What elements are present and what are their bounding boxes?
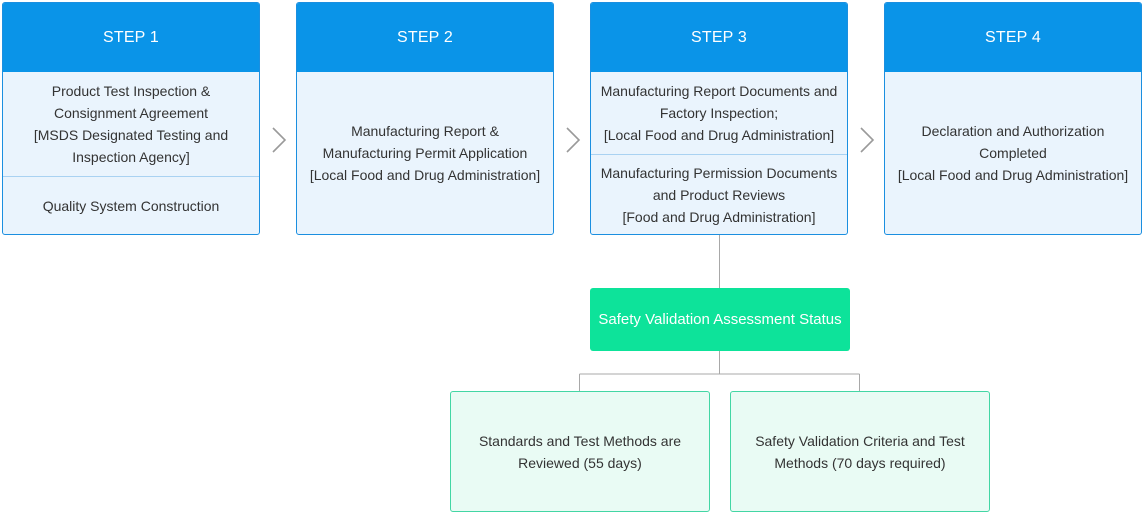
outcome-standards-reviewed: Standards and Test Methods are Reviewed …: [450, 391, 710, 512]
step-1-body: Product Test Inspection & Consignment Ag…: [3, 72, 259, 234]
step-1-box: STEP 1 Product Test Inspection & Consign…: [2, 2, 260, 235]
step-1-cell-inspection: Product Test Inspection & Consignment Ag…: [33, 83, 229, 165]
step-3-title: STEP 3: [591, 3, 847, 72]
step-1-title: STEP 1: [3, 3, 259, 72]
step-4-title: STEP 4: [885, 3, 1141, 72]
chevron-right-icon: [566, 127, 581, 153]
chevron-right-icon: [860, 127, 875, 153]
step-3-box: STEP 3 Manufacturing Report Documents an…: [590, 2, 848, 235]
step-4-cell-authorization: Declaration and Authorization Completed …: [897, 123, 1129, 183]
safety-validation-assessment-node: Safety Validation Assessment Status: [590, 288, 850, 351]
step-4-box: STEP 4 Declaration and Authorization Com…: [884, 2, 1142, 235]
step-2-cell-application: Manufacturing Report & Manufacturing Per…: [309, 123, 541, 183]
step-3-body: Manufacturing Report Documents and Facto…: [591, 72, 847, 234]
step-1-cell-quality: Quality System Construction: [3, 176, 259, 234]
chevron-right-icon: [272, 127, 287, 153]
step-2-body: Manufacturing Report & Manufacturing Per…: [297, 72, 553, 234]
step-4-body: Declaration and Authorization Completed …: [885, 72, 1141, 234]
outcome-criteria-required: Safety Validation Criteria and Test Meth…: [730, 391, 990, 512]
step-2-box: STEP 2 Manufacturing Report & Manufactur…: [296, 2, 554, 235]
step-3-cell-product-review: Manufacturing Permission Documents and P…: [591, 154, 847, 234]
step-2-title: STEP 2: [297, 3, 553, 72]
step-3-cell-factory-inspection: Manufacturing Report Documents and Facto…: [600, 83, 838, 143]
